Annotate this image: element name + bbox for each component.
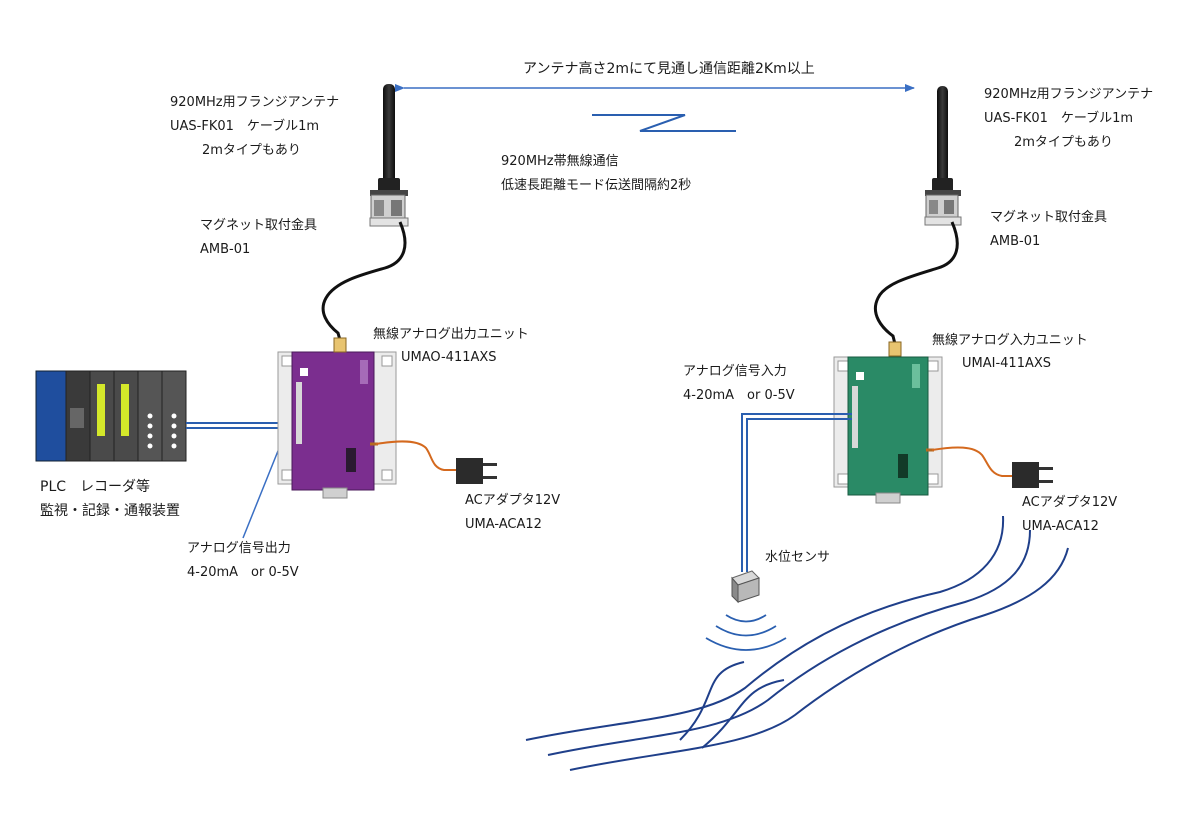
input-unit-device (833, 341, 943, 504)
left-antenna-model: UAS-FK01 ケーブル1m (170, 119, 320, 134)
left-mount-name: マグネット取付金具 (200, 218, 318, 233)
right-mount-label: マグネット取付金具 AMB-01 (990, 209, 1107, 251)
plc-label-line2: 監視・記録・通報装置 (40, 503, 180, 519)
output-ac-adapter-icon (456, 458, 497, 484)
output-adapter-label: ACアダプタ12V UMA-ACA12 (465, 492, 560, 534)
right-antenna-icon (924, 86, 962, 226)
plc-label: PLC レコーダ等 監視・記録・通報装置 (40, 478, 180, 520)
input-ac-adapter-icon (1012, 462, 1053, 488)
wireless-zigzag-icon (592, 114, 736, 132)
output-unit-model: UMAO-411AXS (401, 350, 497, 365)
analog-output-label: アナログ信号出力 4-20mA or 0-5V (187, 540, 299, 582)
output-unit-label: 無線アナログ出力ユニット UMAO-411AXS (373, 326, 529, 367)
input-adapter-model: UMA-ACA12 (1022, 519, 1099, 534)
right-antenna-note: 2mタイプもあり (1014, 135, 1113, 150)
input-unit-model: UMAI-411AXS (962, 356, 1052, 371)
output-unit-power-cable (375, 440, 456, 471)
output-adapter-name: ACアダプタ12V (465, 493, 561, 508)
left-mount-label: マグネット取付金具 AMB-01 (200, 217, 317, 259)
left-mount-model: AMB-01 (200, 242, 251, 257)
right-antenna-label: 920MHz用フランジアンテナ UAS-FK01 ケーブル1m 2mタイプもあり (984, 86, 1153, 152)
analog-input-label: アナログ信号入力 4-20mA or 0-5V (683, 363, 795, 405)
transmission-mode-label: 低速長距離モード伝送間隔約2秒 (501, 178, 692, 193)
right-antenna-name: 920MHz用フランジアンテナ (984, 87, 1154, 102)
input-unit-label: 無線アナログ入力ユニット UMAI-411AXS (932, 332, 1088, 373)
left-antenna-label: 920MHz用フランジアンテナ UAS-FK01 ケーブル1m 2mタイプもあり (170, 94, 339, 160)
input-adapter-label: ACアダプタ12V UMA-ACA12 (1022, 494, 1117, 536)
analog-input-name: アナログ信号入力 (683, 364, 787, 379)
plc-device-icon (35, 370, 187, 462)
river-icon (525, 515, 1069, 771)
sensor-wave-icon (705, 614, 787, 651)
water-sensor-label: 水位センサ (765, 550, 831, 565)
analog-input-cable (741, 413, 852, 572)
right-mount-model: AMB-01 (990, 234, 1041, 249)
left-antenna-note: 2mタイプもあり (202, 143, 301, 158)
output-unit-device (277, 337, 397, 499)
output-unit-name: 無線アナログ出力ユニット (373, 327, 529, 342)
water-level-sensor-icon (731, 570, 760, 604)
output-adapter-model: UMA-ACA12 (465, 517, 542, 532)
analog-output-name: アナログ信号出力 (187, 541, 291, 556)
input-unit-power-cable (931, 446, 1012, 477)
left-antenna-cable (321, 221, 407, 341)
plc-label-line1: PLC レコーダ等 (40, 479, 151, 495)
input-unit-name: 無線アナログ入力ユニット (932, 333, 1088, 348)
wireless-band-label: 920MHz帯無線通信 (501, 154, 619, 169)
left-antenna-name: 920MHz用フランジアンテナ (170, 95, 340, 110)
left-antenna-icon (369, 84, 409, 227)
analog-output-cable (186, 422, 292, 429)
right-antenna-cable (873, 221, 959, 345)
analog-output-range: 4-20mA or 0-5V (187, 565, 299, 580)
right-mount-name: マグネット取付金具 (990, 210, 1108, 225)
right-antenna-model: UAS-FK01 ケーブル1m (984, 111, 1134, 126)
input-adapter-name: ACアダプタ12V (1022, 495, 1118, 510)
distance-label: アンテナ高さ2mにて見通し通信距離2Km以上 (523, 61, 815, 77)
analog-input-range: 4-20mA or 0-5V (683, 388, 795, 403)
